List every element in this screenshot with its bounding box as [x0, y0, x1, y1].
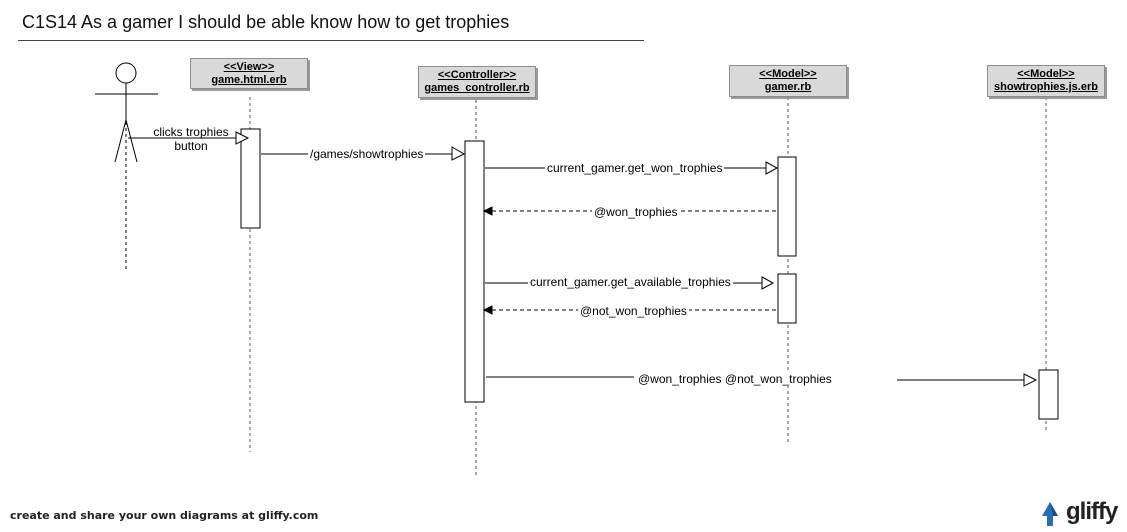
- title-underline: [18, 40, 644, 41]
- diagram-title: C1S14 As a gamer I should be able know h…: [22, 12, 510, 32]
- message-1-arrowhead: [451, 146, 466, 161]
- message-3-arrowhead: [482, 206, 493, 216]
- message-5-label: @not_won_trophies: [578, 304, 689, 318]
- gamer-activation-1: [777, 156, 797, 257]
- gamer-model-stereotype: <<Model>>: [759, 68, 817, 80]
- message-1-label: /games/showtrophies: [308, 147, 426, 161]
- message-3-label: @won_trophies: [592, 205, 680, 219]
- controller-lifeline-box: <<Controller>> games_controller.rb: [418, 66, 536, 98]
- message-2-label: current_gamer.get_won_trophies: [545, 161, 725, 175]
- view-lifeline-box: <<View>> game.html.erb: [190, 58, 308, 89]
- actor-figure: [95, 62, 158, 163]
- actor-label-line1: clicks trophies: [153, 125, 229, 139]
- gamer-model-lifeline-box: <<Model>> gamer.rb: [729, 65, 847, 97]
- controller-activation: [464, 140, 485, 403]
- showtrophies-activation: [1038, 369, 1059, 420]
- showtrophies-stereotype: <<Model>>: [1017, 68, 1075, 80]
- showtrophies-lifeline-box: <<Model>> showtrophies.js.erb: [987, 65, 1105, 97]
- view-activation: [240, 128, 261, 229]
- controller-name: games_controller.rb: [424, 82, 530, 94]
- message-6-arrowhead: [1023, 373, 1038, 387]
- footer-link[interactable]: create and share your own diagrams at gl…: [10, 509, 319, 522]
- view-name: game.html.erb: [211, 74, 287, 86]
- message-4-arrowhead: [761, 276, 775, 290]
- message-5-arrowhead: [482, 305, 493, 315]
- showtrophies-name: showtrophies.js.erb: [994, 81, 1098, 93]
- gamer-activation-2: [777, 273, 797, 324]
- gamer-model-name: gamer.rb: [764, 81, 812, 93]
- actor-action-label: clicks trophies button: [146, 125, 236, 153]
- controller-stereotype: <<Controller>>: [437, 69, 517, 81]
- actor-message-arrowhead: [235, 131, 250, 145]
- view-stereotype: <<View>>: [223, 61, 275, 73]
- actor-label-line2: button: [174, 139, 208, 153]
- gliffy-logo-icon: [1042, 502, 1058, 526]
- message-2-arrowhead: [765, 161, 779, 175]
- message-4-label: current_gamer.get_available_trophies: [528, 275, 733, 289]
- message-6-label: @won_trophies @not_won_trophies: [636, 372, 834, 386]
- gliffy-logo-text: gliffy: [1066, 498, 1118, 525]
